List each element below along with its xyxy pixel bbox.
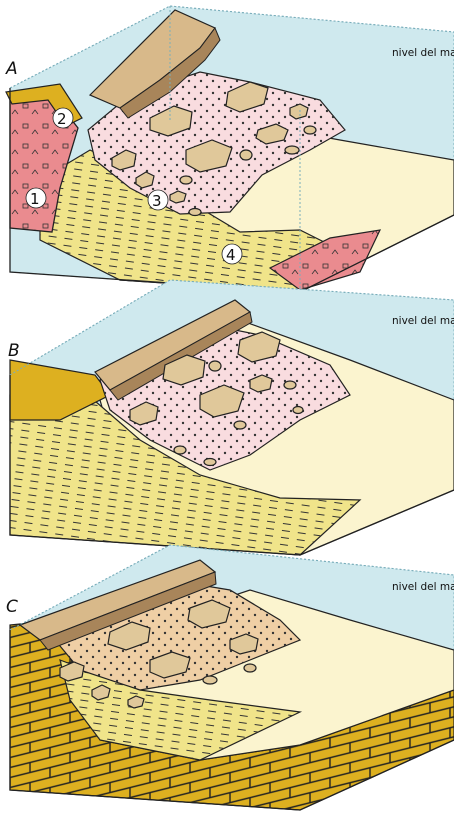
panel-c: C nivel del mar [6,545,454,810]
marker-1: 1 [30,190,40,208]
panel-b-sea-label: nivel del mar [392,315,454,327]
marker-4: 4 [226,246,236,264]
marker-3: 3 [152,192,162,210]
panel-a-sea-label: nivel del mar [392,47,454,59]
panel-c-letter: C [6,597,18,617]
panel-c-sea-label: nivel del mar [392,581,454,593]
marker-2: 2 [57,110,67,128]
panel-a: A nivel del mar 2 1 3 4 [5,6,454,292]
panel-b-letter: B [8,341,20,361]
panel-a-letter: A [5,59,18,79]
panel-b: B nivel del mar [8,280,454,555]
